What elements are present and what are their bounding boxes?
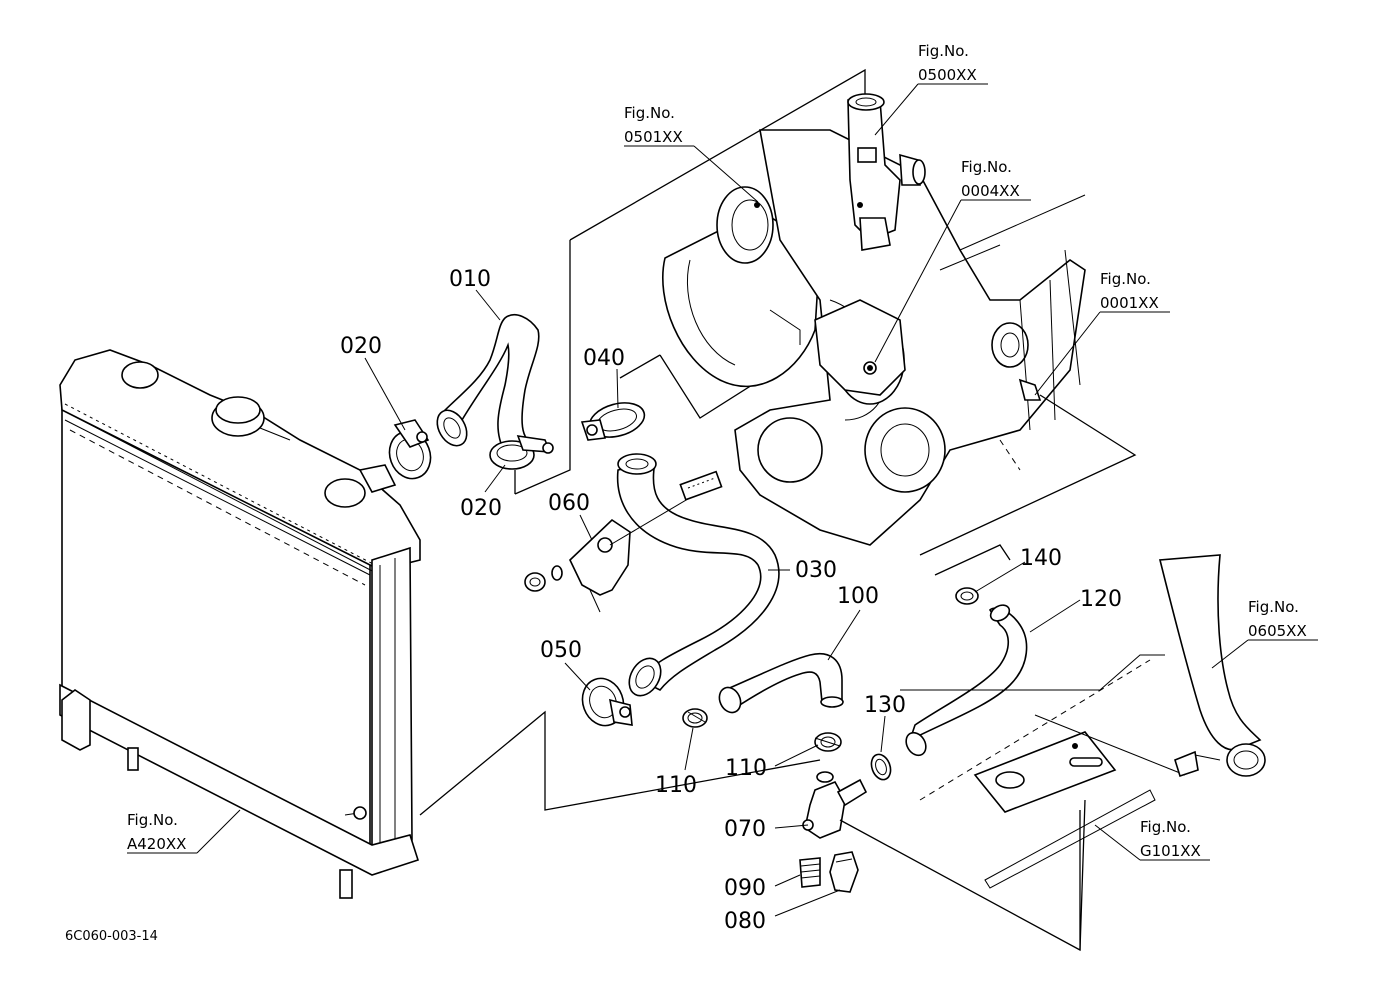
- part-label: 090: [724, 876, 766, 901]
- fig-ref-code: 0501XX: [624, 128, 683, 146]
- fig-ref-code: G101XX: [1140, 842, 1201, 860]
- fig-ref-title: Fig.No.: [1100, 270, 1151, 288]
- part-label: 040: [583, 346, 625, 371]
- fig-references: Fig.No. 0500XX Fig.No. 0501XX Fig.No. 00…: [127, 42, 1307, 860]
- hose-120: [905, 604, 1028, 757]
- clamp-110-right: [814, 732, 842, 752]
- part-label: 100: [837, 584, 879, 609]
- part-label: 130: [864, 693, 906, 718]
- part-label: 110: [655, 773, 697, 798]
- part-label: 030: [795, 558, 837, 583]
- fig-ref-code: 0004XX: [961, 182, 1020, 200]
- leader-lines: [127, 83, 1318, 917]
- upper-hose-010: [436, 314, 540, 453]
- part-label: 110: [725, 756, 767, 781]
- fig-ref-code: 0001XX: [1100, 294, 1159, 312]
- radiator: [59, 349, 421, 899]
- part-label: 020: [460, 496, 502, 521]
- clamp-110-left: [682, 708, 708, 728]
- clamp-020-upper: [388, 419, 432, 480]
- plug-090: [799, 857, 821, 888]
- drain-cock-070: [802, 771, 868, 839]
- fig-ref-title: Fig.No.: [127, 811, 178, 829]
- engine: [514, 68, 1137, 556]
- clamp-140: [955, 587, 979, 605]
- frame-plate: [900, 654, 1199, 889]
- fig-ref-code: 0500XX: [918, 66, 977, 84]
- part-labels: 010 020 020 030 040 050 060 070 080 090 …: [340, 267, 1122, 934]
- cock-080: [829, 851, 859, 893]
- fig-ref-title: Fig.No.: [1140, 818, 1191, 836]
- fig-ref-title: Fig.No.: [961, 158, 1012, 176]
- clamp-040: [580, 402, 646, 441]
- clamp-050: [581, 677, 633, 727]
- fig-ref-title: Fig.No.: [624, 104, 675, 122]
- fig-ref-code: A420XX: [127, 835, 186, 853]
- hose-100: [718, 653, 844, 714]
- lower-hose-030: [616, 453, 780, 697]
- part-label: 050: [540, 638, 582, 663]
- bracket-060: [524, 470, 723, 613]
- part-label: 060: [548, 491, 590, 516]
- fig-ref-title: Fig.No.: [918, 42, 969, 60]
- fig-ref-title: Fig.No.: [1248, 598, 1299, 616]
- upper-pipe-0605: [1158, 554, 1266, 777]
- part-label: 080: [724, 909, 766, 934]
- part-label: 020: [340, 334, 382, 359]
- part-label: 070: [724, 817, 766, 842]
- fig-ref-code: 0605XX: [1248, 622, 1307, 640]
- clamp-130: [870, 753, 892, 781]
- part-label: 010: [449, 267, 491, 292]
- clamp-020-lower: [489, 435, 554, 470]
- diagram-code: 6C060-003-14: [65, 929, 158, 944]
- part-label: 140: [1020, 546, 1062, 571]
- part-label: 120: [1080, 587, 1122, 612]
- boundary-lines: [419, 470, 1086, 952]
